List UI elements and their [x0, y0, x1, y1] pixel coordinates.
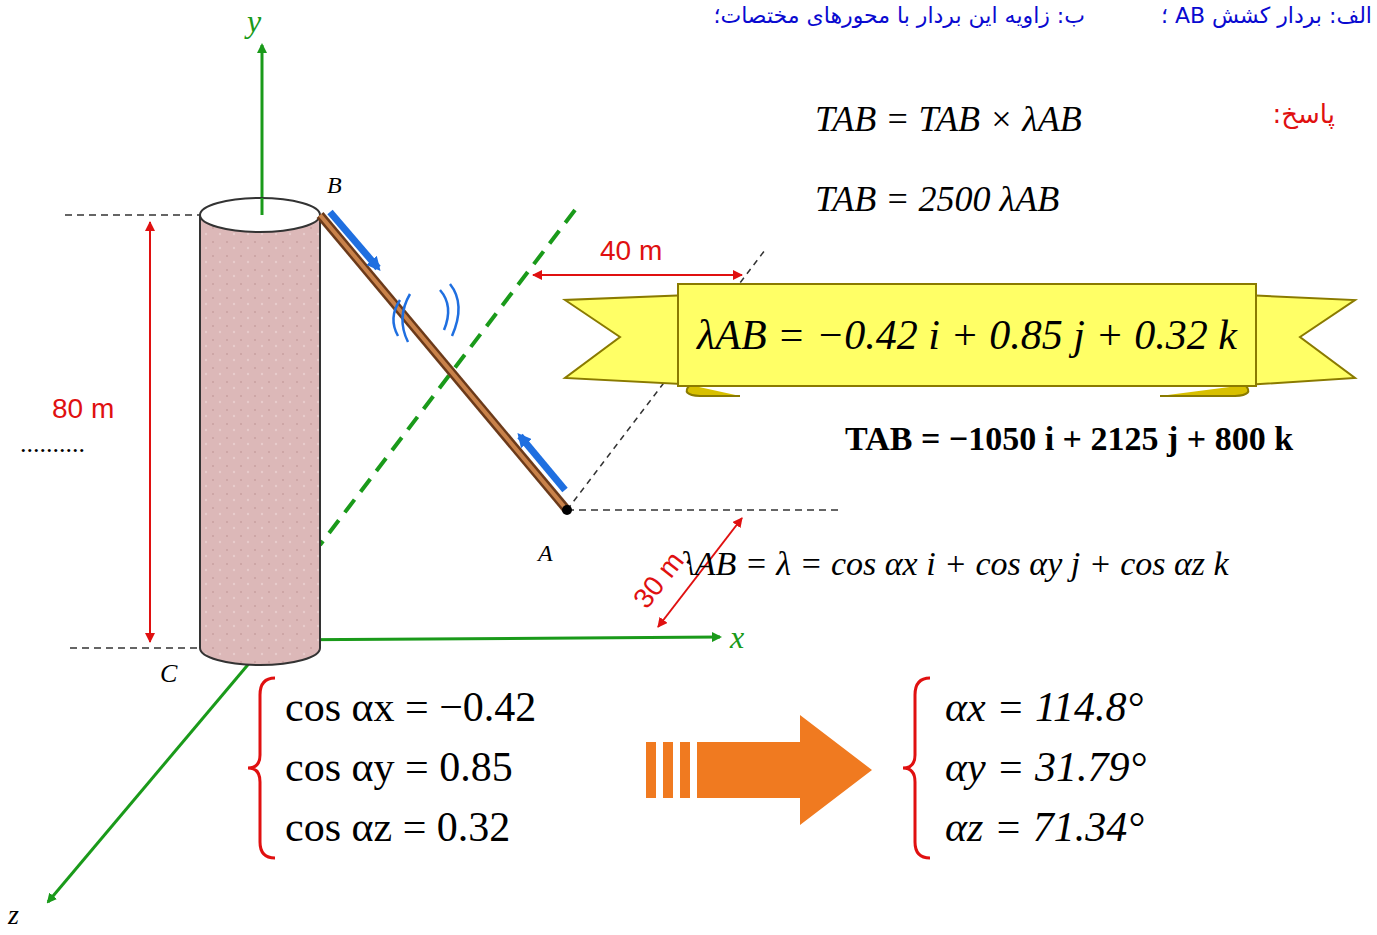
banner-box: λAB = −0.42 i + 0.85 j + 0.32 k [677, 283, 1257, 387]
label-text: αz = 71.34° [945, 804, 1144, 850]
label-text: αx = 114.8° [945, 684, 1143, 730]
label-text: 80 m [52, 394, 114, 425]
label-text: C [160, 660, 177, 689]
label-text: λAB = λ = cos αx i + cos αy j + cos αz k [680, 545, 1229, 582]
label-text: z [8, 900, 19, 931]
label-text: TAB = 2500 λAB [815, 180, 1059, 220]
label-text: 40 m [600, 236, 662, 267]
label-text: αy = 31.79° [945, 744, 1146, 790]
label-text: .......... [20, 430, 85, 459]
label-text: y [247, 4, 261, 39]
label-text: cos αx = −0.42 [285, 684, 536, 730]
label-text: cos αz = 0.32 [285, 804, 510, 850]
label-text: B [327, 172, 342, 198]
label-text: A [538, 540, 553, 566]
label-text: پاسخ: [1273, 100, 1336, 129]
label-text: ب: زاویه این بردار با محورهای مختصات؛ [713, 4, 1085, 28]
label-text: x [730, 620, 744, 655]
label-text: TAB = −1050 i + 2125 j + 800 k [845, 420, 1293, 457]
banner-text: λAB = −0.42 i + 0.85 j + 0.32 k [697, 311, 1237, 359]
label-text: TAB = TAB × λAB [815, 100, 1082, 140]
label-text: الف: بردار کشش AB ؛ [1161, 4, 1372, 28]
label-text: cos αy = 0.85 [285, 744, 513, 790]
